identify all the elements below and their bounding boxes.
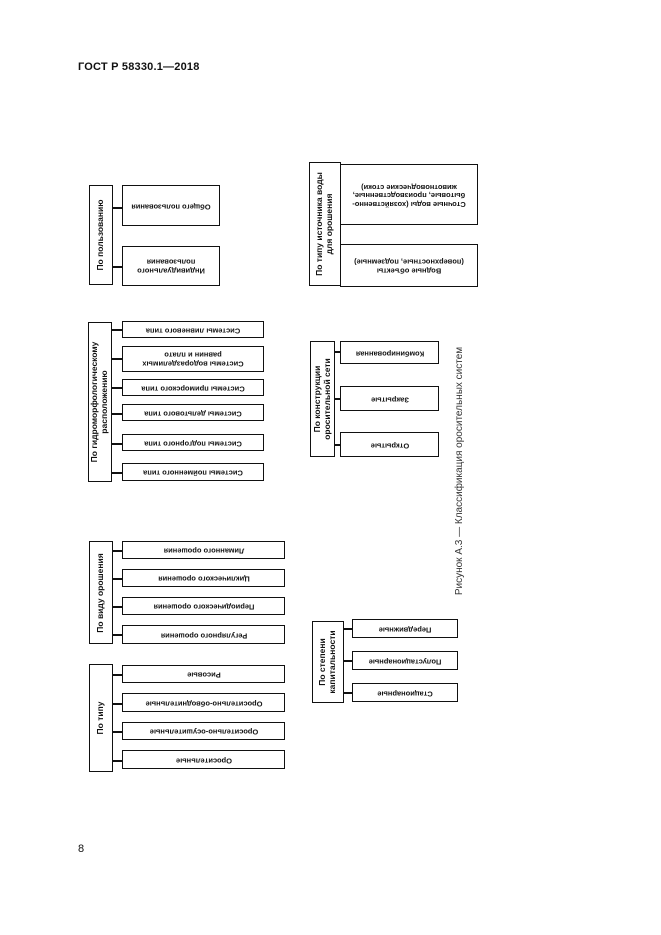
type-label: По типу xyxy=(95,701,106,735)
type-label-box: По типу xyxy=(89,664,113,772)
hydro-item-label: Системы водоразделимых равнин и плато xyxy=(142,351,244,369)
connector xyxy=(113,266,123,268)
hydro-item-box: Системы ливневого типа xyxy=(122,321,264,338)
constr-item-label: Закрытые xyxy=(370,394,409,404)
mobility-item-label: Стационарные xyxy=(377,688,433,698)
connector xyxy=(344,692,353,694)
water-label-box: По типу источника воды для орошения xyxy=(309,162,341,286)
type-item-box: Оросительные xyxy=(122,750,285,769)
use-item-label: Общего пользования xyxy=(131,201,211,211)
connector xyxy=(335,444,341,446)
connector xyxy=(112,413,123,415)
type-item-box: Оросительно-осушительные xyxy=(122,722,285,740)
connector xyxy=(113,674,123,676)
connector xyxy=(113,703,123,705)
mobility-item-box: Полустационарные xyxy=(352,651,458,670)
water-label: По типу источника воды для орошения xyxy=(314,172,334,276)
hydro-label-box: По гидроморфологическому расположению xyxy=(88,322,112,482)
document-header: ГОСТ Р 58330.1—2018 xyxy=(78,61,200,73)
irrig-item-box: Лиманного орошения xyxy=(122,541,285,559)
constr-item-box: Открытые xyxy=(340,432,439,457)
irrig-item-label: Регулярного орошения xyxy=(160,630,247,640)
mobility-item-box: Передвижные xyxy=(352,619,458,638)
use-item-box: Индивидуального пользования xyxy=(122,246,220,286)
mobility-item-label: Полустационарные xyxy=(368,656,442,666)
irrig-item-box: Периодического орошения xyxy=(122,597,285,615)
connector xyxy=(335,398,341,400)
mobility-label: По степени капитальности xyxy=(317,630,337,694)
hydro-item-box: Системы водоразделимых равнин и плато xyxy=(122,346,264,372)
hydro-item-label: Системы подгорного типа xyxy=(144,438,242,448)
irrig-item-label: Циклического орошения xyxy=(157,574,250,584)
constr-item-box: Закрытые xyxy=(340,386,439,411)
connector xyxy=(113,578,123,580)
constr-item-label: Комбинированная xyxy=(355,348,424,358)
irrig-label: По виду орошения xyxy=(95,552,106,633)
connector xyxy=(113,760,123,762)
use-item-box: Общего пользования xyxy=(122,185,220,226)
mobility-label-box: По степени капитальности xyxy=(312,621,344,703)
connector xyxy=(112,387,123,389)
type-item-label: Оросительно-обводнительные xyxy=(145,698,262,708)
hydro-item-label: Системы приморского типа xyxy=(141,383,245,393)
connector xyxy=(335,351,341,353)
connector xyxy=(112,358,123,360)
water-item-box: Сточные воды (хозяйственно-бытовые, прои… xyxy=(340,164,478,225)
connector xyxy=(113,634,123,636)
connector xyxy=(113,550,123,552)
connector xyxy=(113,207,123,209)
hydro-item-box: Системы подгорного типа xyxy=(122,434,264,451)
use-label-box: По пользованию xyxy=(89,185,113,285)
constr-item-box: Комбинированная xyxy=(340,341,439,364)
type-item-label: Оросительные xyxy=(175,755,232,765)
type-item-box: Рисовые xyxy=(122,665,285,683)
constr-item-label: Открытые xyxy=(370,440,409,450)
connector xyxy=(112,443,123,445)
irrig-item-box: Регулярного орошения xyxy=(122,625,285,644)
use-label: По пользованию xyxy=(95,199,106,271)
mobility-item-box: Стационарные xyxy=(352,683,458,702)
connector xyxy=(344,660,353,662)
mobility-item-label: Передвижные xyxy=(378,624,432,634)
hydro-item-label: Системы ливневого типа xyxy=(145,325,241,335)
irrig-item-label: Периодического орошения xyxy=(153,602,254,612)
use-item-label: Индивидуального пользования xyxy=(137,258,205,276)
type-item-label: Оросительно-осушительные xyxy=(149,727,258,737)
connector xyxy=(112,472,123,474)
connector xyxy=(112,329,123,331)
constr-label-box: По конструкции оросительной сети xyxy=(310,341,335,457)
figure-caption: Рисунок А.3 — Классификация оросительных… xyxy=(454,346,465,596)
type-item-box: Оросительно-обводнительные xyxy=(122,693,285,712)
connector xyxy=(344,628,353,630)
water-item-box: Водные объекты (поверхностные, подземные… xyxy=(340,244,478,287)
page-number: 8 xyxy=(78,843,85,855)
irrig-item-box: Циклического орошения xyxy=(122,569,285,587)
connector xyxy=(113,731,123,733)
constr-label: По конструкции оросительной сети xyxy=(311,358,332,440)
hydro-item-box: Системы пойменного типа xyxy=(122,463,264,481)
type-item-label: Рисовые xyxy=(186,670,221,680)
hydro-item-box: Системы приморского типа xyxy=(122,379,264,396)
connector xyxy=(113,606,123,608)
irrig-label-box: По виду орошения xyxy=(89,541,113,644)
hydro-item-box: Системы дельтового типа xyxy=(122,404,264,421)
water-item-label: Сточные воды (хозяйственно-бытовые, прои… xyxy=(352,182,466,209)
hydro-item-label: Системы пойменного типа xyxy=(143,468,243,478)
water-item-label: Водные объекты (поверхностные, подземные… xyxy=(354,257,464,276)
irrig-item-label: Лиманного орошения xyxy=(163,546,244,556)
hydro-item-label: Системы дельтового типа xyxy=(144,408,242,418)
hydro-label: По гидроморфологическому расположению xyxy=(89,341,109,463)
